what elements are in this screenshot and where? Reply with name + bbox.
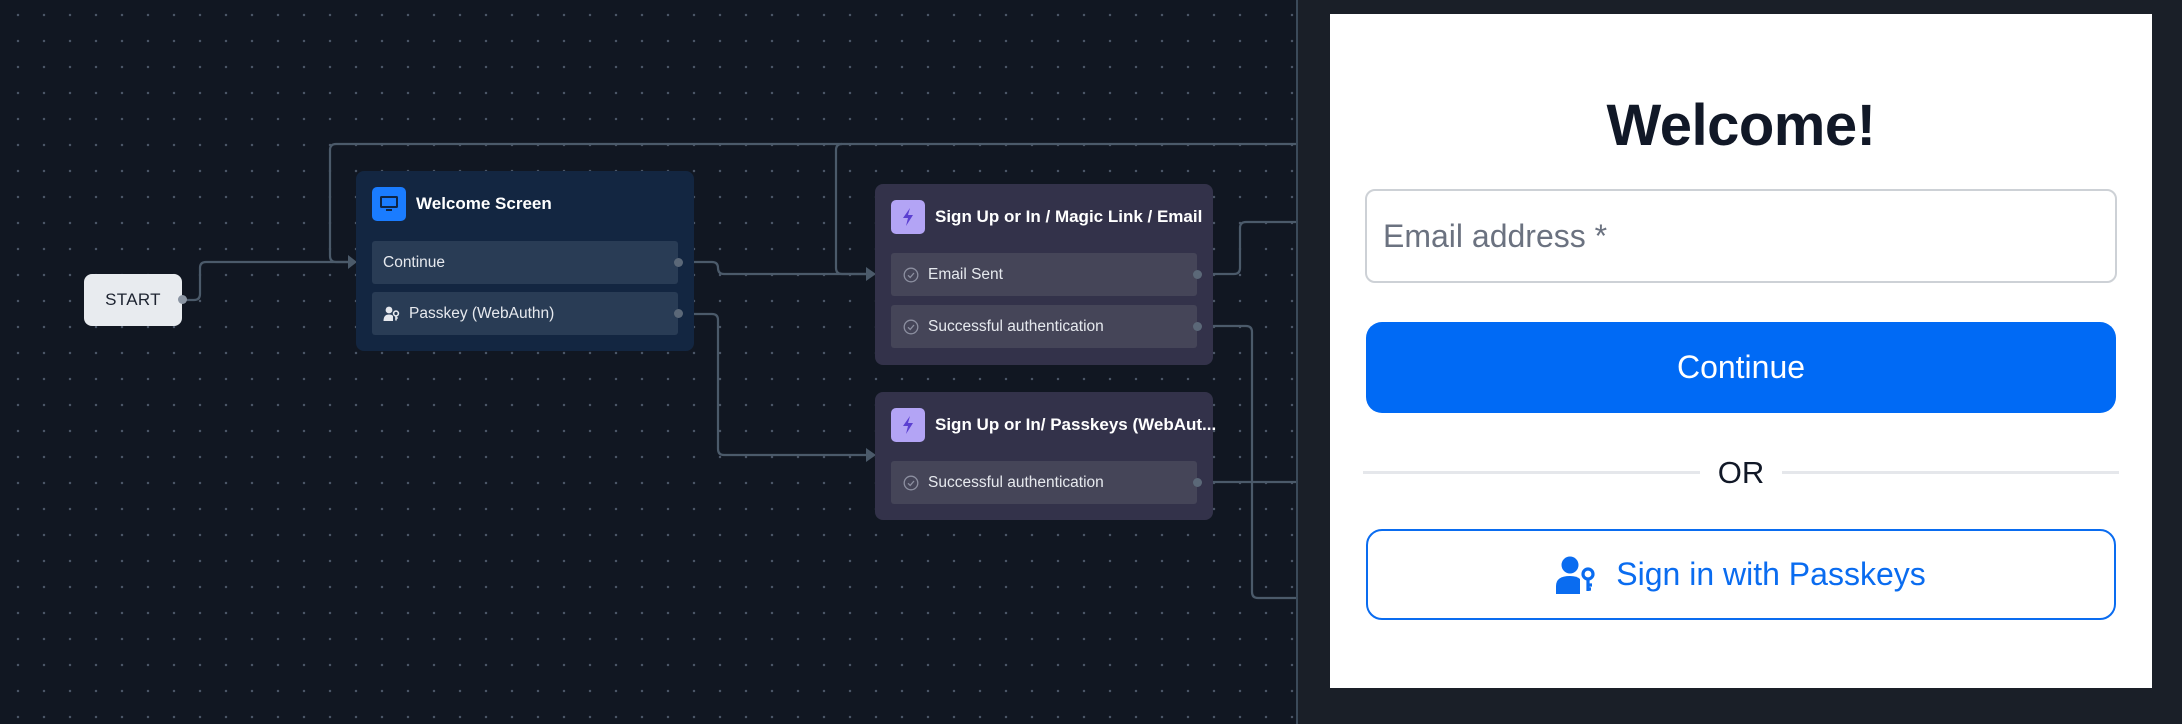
or-divider: OR [1363, 455, 2119, 490]
output-handle[interactable] [1193, 478, 1202, 487]
output-continue[interactable]: Continue [372, 241, 683, 284]
edge-passkey-to-passkeys [678, 312, 868, 457]
user-key-icon [383, 306, 400, 321]
node-magic-link[interactable]: Sign Up or In / Magic Link / Email Email… [875, 184, 1213, 365]
output-label: Passkey (WebAuthn) [409, 304, 555, 322]
output-successful-authentication[interactable]: Successful authentication [891, 461, 1202, 504]
arrow-head [866, 448, 876, 462]
check-circle-icon [903, 319, 919, 334]
panel-divider[interactable] [1296, 0, 1298, 724]
arrow-head [348, 255, 357, 269]
node-title: Sign Up or In/ Passkeys (WebAut... [935, 415, 1217, 434]
output-handle[interactable] [674, 258, 683, 267]
output-label: Successful authentication [928, 473, 1104, 491]
output-label: Continue [383, 253, 446, 271]
flow-edges [182, 142, 1297, 600]
bolt-icon [891, 408, 925, 442]
check-circle-icon [903, 475, 919, 490]
output-handle[interactable] [674, 309, 683, 318]
node-title: Sign Up or In / Magic Link / Email [935, 207, 1203, 226]
start-output-handle[interactable] [178, 295, 187, 304]
start-node[interactable]: START [84, 274, 187, 326]
node-passkeys[interactable]: Sign Up or In/ Passkeys (WebAut... Succe… [875, 392, 1217, 520]
output-email-sent[interactable]: Email Sent [891, 253, 1202, 296]
output-passkey[interactable]: Passkey (WebAuthn) [372, 292, 683, 335]
preview-title: Welcome! [1606, 93, 1876, 158]
node-welcome-screen[interactable]: Welcome Screen Continue Passkey (WebAuth… [356, 171, 694, 351]
divider-line [1782, 471, 2119, 474]
output-label: Successful authentication [928, 317, 1104, 335]
edge-start-to-welcome [182, 260, 350, 302]
edge-loop-to-magic [834, 142, 868, 276]
check-circle-icon [903, 267, 919, 282]
arrow-head [866, 267, 876, 281]
screen-preview: Welcome! Email address * Continue OR Sig… [1330, 14, 2152, 688]
email-field-label: Email address * [1383, 217, 1608, 254]
bolt-icon [891, 200, 925, 234]
edge-email-sent-out [1198, 220, 1297, 276]
continue-button[interactable]: Continue [1366, 322, 2116, 413]
monitor-icon [372, 187, 406, 221]
output-handle[interactable] [1193, 322, 1202, 331]
or-text: OR [1717, 455, 1765, 490]
edge-continue-to-magic [678, 260, 868, 276]
passkey-button-label: Sign in with Passkeys [1616, 556, 1926, 592]
user-key-icon [1556, 556, 1595, 594]
start-label: START [105, 290, 161, 309]
node-title: Welcome Screen [416, 194, 552, 213]
output-handle[interactable] [1193, 270, 1202, 279]
output-successful-authentication[interactable]: Successful authentication [891, 305, 1202, 348]
email-field[interactable]: Email address * [1365, 189, 2117, 283]
sign-in-passkeys-button[interactable]: Sign in with Passkeys [1366, 529, 2116, 620]
output-label: Email Sent [928, 265, 1003, 283]
divider-line [1363, 471, 1700, 474]
edge-loop-to-welcome [328, 142, 1297, 264]
edge-magic-success-out [1198, 324, 1297, 600]
